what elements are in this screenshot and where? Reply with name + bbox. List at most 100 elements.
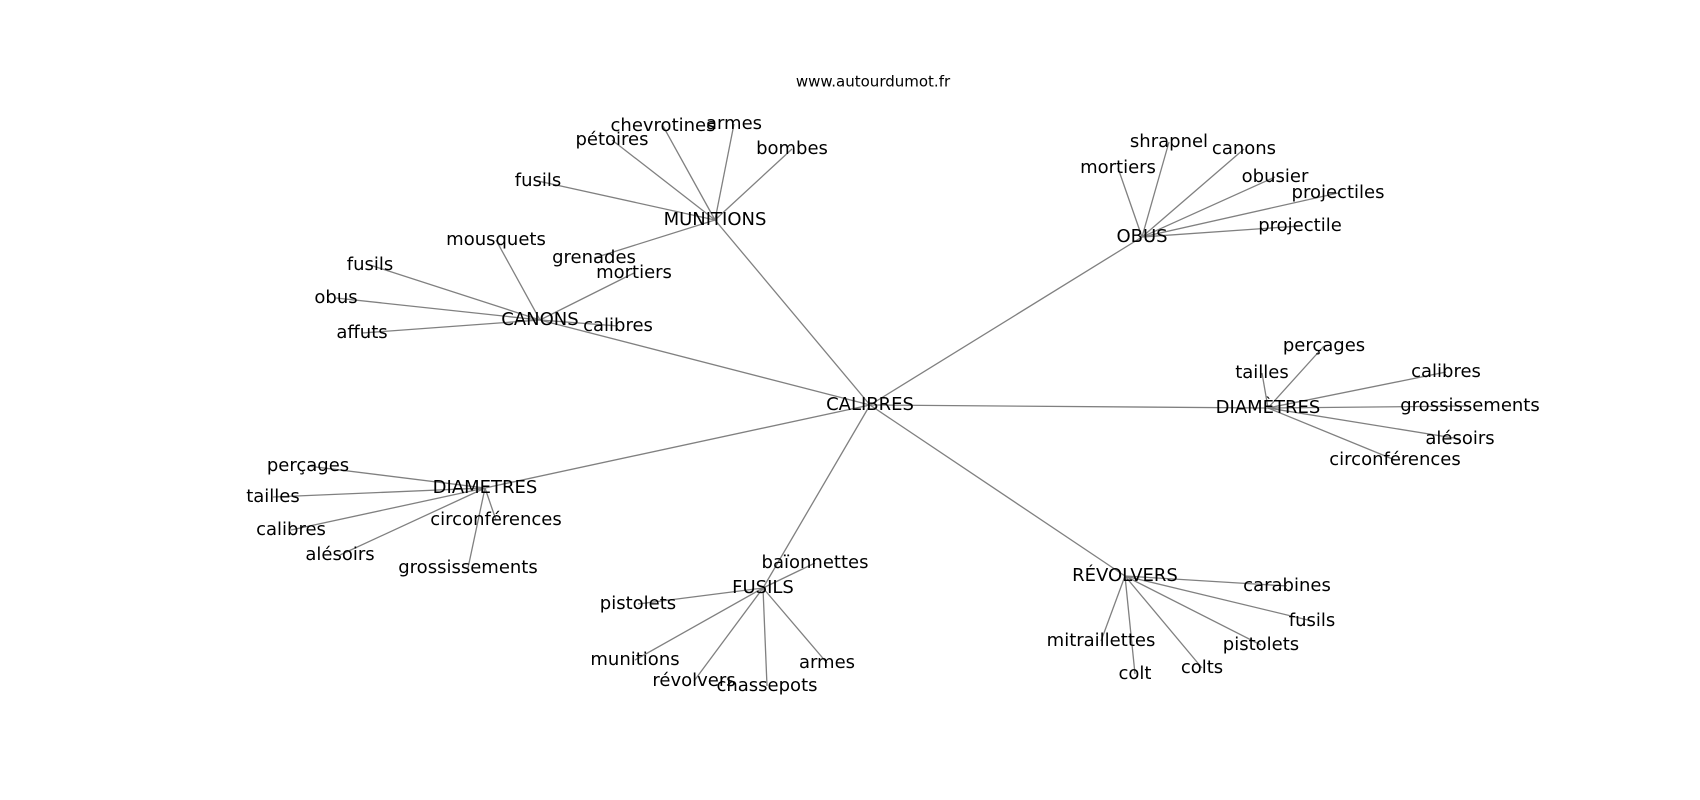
leaf-node-label: affuts (336, 322, 387, 343)
leaf-node-label: carabines (1243, 575, 1331, 596)
edge-hub-to-leaf (361, 319, 541, 334)
leaf-node-label: circonférences (430, 509, 561, 530)
hub-node-label: RÉVOLVERS (1072, 564, 1178, 586)
hub-node-label: FUSILS (732, 577, 794, 598)
edge-hub-to-leaf (539, 319, 619, 327)
hub-node-label: MUNITIONS (664, 209, 767, 230)
edge-hub-to-leaf (762, 562, 816, 589)
leaf-node-label: pétoires (575, 129, 648, 150)
edge-hub-to-leaf (693, 587, 764, 682)
edge-hub-to-leaf (335, 297, 541, 321)
edge-hub-to-leaf (1141, 176, 1276, 238)
edge-hub-to-leaf (593, 219, 716, 259)
leaf-node-label: colt (1119, 663, 1152, 684)
edge-center-to-hub (714, 219, 871, 406)
center-node-label: CALIBRES (826, 394, 914, 415)
edge-center-to-hub (869, 404, 1269, 409)
edge-hub-to-leaf (1261, 372, 1269, 409)
edge-hub-to-leaf (637, 587, 764, 605)
leaf-node-label: calibres (1411, 361, 1481, 382)
leaf-node-label: canons (1212, 138, 1276, 159)
edge-hub-to-leaf (1267, 405, 1471, 409)
edge-hub-to-leaf (495, 239, 541, 321)
leaf-node-label: obus (314, 287, 357, 308)
edge-hub-to-leaf (1100, 575, 1126, 642)
leaf-node-label: mortiers (596, 262, 672, 283)
edge-hub-to-leaf (339, 487, 486, 556)
edge-hub-to-leaf (1124, 575, 1203, 669)
leaf-node-label: shrapnel (1130, 131, 1208, 152)
leaf-node-label: fusils (515, 170, 562, 191)
edge-hub-to-leaf (1267, 407, 1396, 461)
edge-center-to-hub (484, 404, 871, 489)
edge-hub-to-leaf (1267, 407, 1461, 440)
leaf-node-label: calibres (256, 519, 326, 540)
leaf-node-label: grossissements (398, 557, 537, 578)
leaf-node-label: mousquets (446, 229, 546, 250)
edge-hub-to-leaf (539, 272, 635, 321)
leaf-node-label: projectiles (1292, 182, 1385, 203)
leaf-node-label: munitions (590, 649, 679, 670)
leaf-node-label: circonférences (1329, 449, 1460, 470)
edge-hub-to-leaf (272, 487, 486, 498)
edge-hub-to-leaf (762, 587, 768, 687)
leaf-node-label: tailles (1235, 362, 1289, 383)
edge-hub-to-leaf (1124, 575, 1288, 587)
site-watermark: www.autourdumot.fr (796, 73, 951, 91)
edge-hub-to-leaf (1124, 575, 1262, 646)
edge-hub-to-leaf (537, 180, 716, 221)
edge-hub-to-leaf (1117, 167, 1143, 238)
edge-hub-to-leaf (714, 148, 793, 221)
hub-node-label: CANONS (501, 309, 578, 330)
edge-center-to-hub (869, 236, 1143, 406)
leaf-node-label: bombes (756, 138, 828, 159)
edge-hub-to-leaf (1141, 148, 1245, 238)
hub-node-label: DIAMÈTRES (1216, 396, 1321, 418)
edge-hub-to-leaf (762, 587, 828, 664)
leaf-node-label: chassepots (716, 675, 817, 696)
leaf-node-label: chevrotines (611, 115, 716, 136)
edge-hub-to-leaf (467, 487, 486, 569)
leaf-node-label: mitraillettes (1047, 630, 1156, 651)
leaf-node-label: colts (1181, 657, 1223, 678)
leaf-node-label: fusils (1289, 610, 1336, 631)
leaf-node-label: révolvers (652, 670, 735, 691)
leaf-node-label: grenades (552, 247, 636, 268)
edge-hub-to-leaf (1267, 345, 1325, 409)
edge-center-to-hub (762, 404, 871, 589)
leaf-node-label: fusils (347, 254, 394, 275)
leaf-node-label: armes (799, 652, 855, 673)
leaf-node-label: baïonnettes (762, 552, 869, 573)
leaf-node-label: obusier (1242, 166, 1309, 187)
edge-hub-to-leaf (307, 465, 486, 489)
leaf-node-label: projectile (1258, 215, 1342, 236)
leaf-node-label: alésoirs (305, 544, 374, 565)
edge-hub-to-leaf (1141, 141, 1170, 238)
leaf-node-label: pistolets (600, 593, 676, 614)
leaf-node-label: grossissements (1400, 395, 1539, 416)
edge-hub-to-leaf (1267, 371, 1447, 409)
edge-center-to-hub (539, 319, 871, 406)
hub-node-label: DIAMETRES (433, 477, 538, 498)
hub-node-label: OBUS (1116, 226, 1167, 247)
edge-hub-to-leaf (1141, 225, 1301, 238)
edge-hub-to-leaf (369, 264, 541, 321)
leaf-node-label: alésoirs (1425, 428, 1494, 449)
edge-hub-to-leaf (662, 125, 716, 221)
edge-hub-to-leaf (1124, 575, 1136, 675)
edge-hub-to-leaf (611, 139, 716, 221)
edge-hub-to-leaf (1141, 192, 1339, 238)
leaf-node-label: mortiers (1080, 157, 1156, 178)
leaf-node-label: tailles (246, 486, 300, 507)
edges (272, 123, 1471, 687)
leaf-node-label: pistolets (1223, 634, 1299, 655)
labels: CALIBRES MUNITIONS chevrotines armes pétoire… (246, 113, 1540, 696)
leaf-node-label: calibres (583, 315, 653, 336)
edge-center-to-hub (869, 404, 1126, 577)
edge-hub-to-leaf (714, 123, 735, 221)
edge-hub-to-leaf (484, 487, 497, 521)
edge-hub-to-leaf (634, 587, 764, 661)
leaf-node-label: perçages (1283, 335, 1365, 356)
edge-hub-to-leaf (290, 487, 486, 531)
